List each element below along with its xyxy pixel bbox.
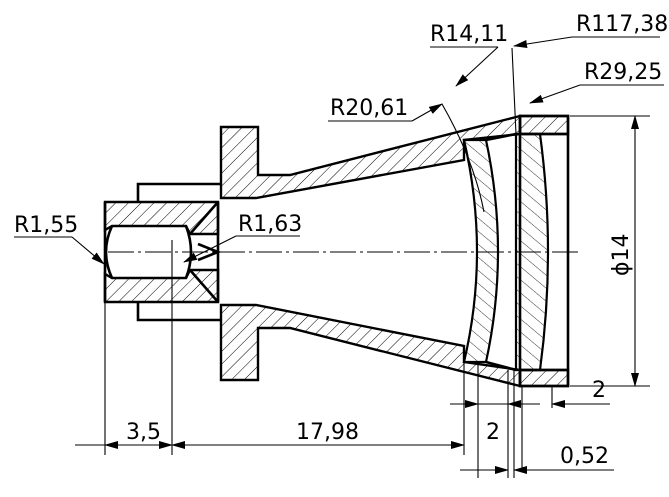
extension-lines [104, 115, 650, 478]
r11738-leader [513, 36, 573, 48]
cell-top-ring [518, 114, 570, 136]
r2061-leader [411, 103, 443, 122]
lens-cell [462, 114, 570, 388]
housing-lower [103, 268, 522, 388]
labels: R1,55 R1,63 R20,61 R14,11 R117,38 R29,25… [14, 12, 668, 469]
label-r-1-63: R1,63 [238, 212, 302, 237]
label-dim-2-right: 2 [592, 378, 606, 403]
label-r-1-55: R1,55 [14, 213, 78, 238]
label-r-29-25: R29,25 [584, 60, 662, 85]
r1411-arc-trace [441, 103, 485, 213]
upper-bushing-section [103, 200, 220, 236]
label-dim-17-98: 17,98 [296, 420, 359, 445]
label-dim-3-5: 3,5 [126, 420, 161, 445]
label-dim-0-52: 0,52 [560, 444, 609, 469]
r155-leader [71, 236, 105, 265]
lower-bushing-section [103, 268, 220, 304]
label-diameter-14: ϕ14 [609, 233, 634, 276]
label-r-20-61: R20,61 [330, 96, 408, 121]
label-dim-2-bottom: 2 [486, 420, 500, 445]
r163-leader [183, 235, 237, 263]
label-r-117-38: R117,38 [576, 12, 668, 37]
lens-first-element [462, 138, 500, 364]
lower-mount-step [136, 302, 221, 322]
dimension-lines [75, 115, 639, 474]
cell-bottom-ring [518, 368, 570, 388]
lens-spacer-lines [485, 132, 517, 372]
r1411-leader [455, 46, 499, 87]
r2925-leader [529, 84, 581, 104]
r11738-arc-trace [511, 47, 517, 135]
label-r-14-11: R14,11 [430, 22, 508, 47]
radius-leaders [14, 36, 664, 265]
pinhole-assembly [103, 201, 222, 303]
upper-mount-step [136, 182, 221, 202]
